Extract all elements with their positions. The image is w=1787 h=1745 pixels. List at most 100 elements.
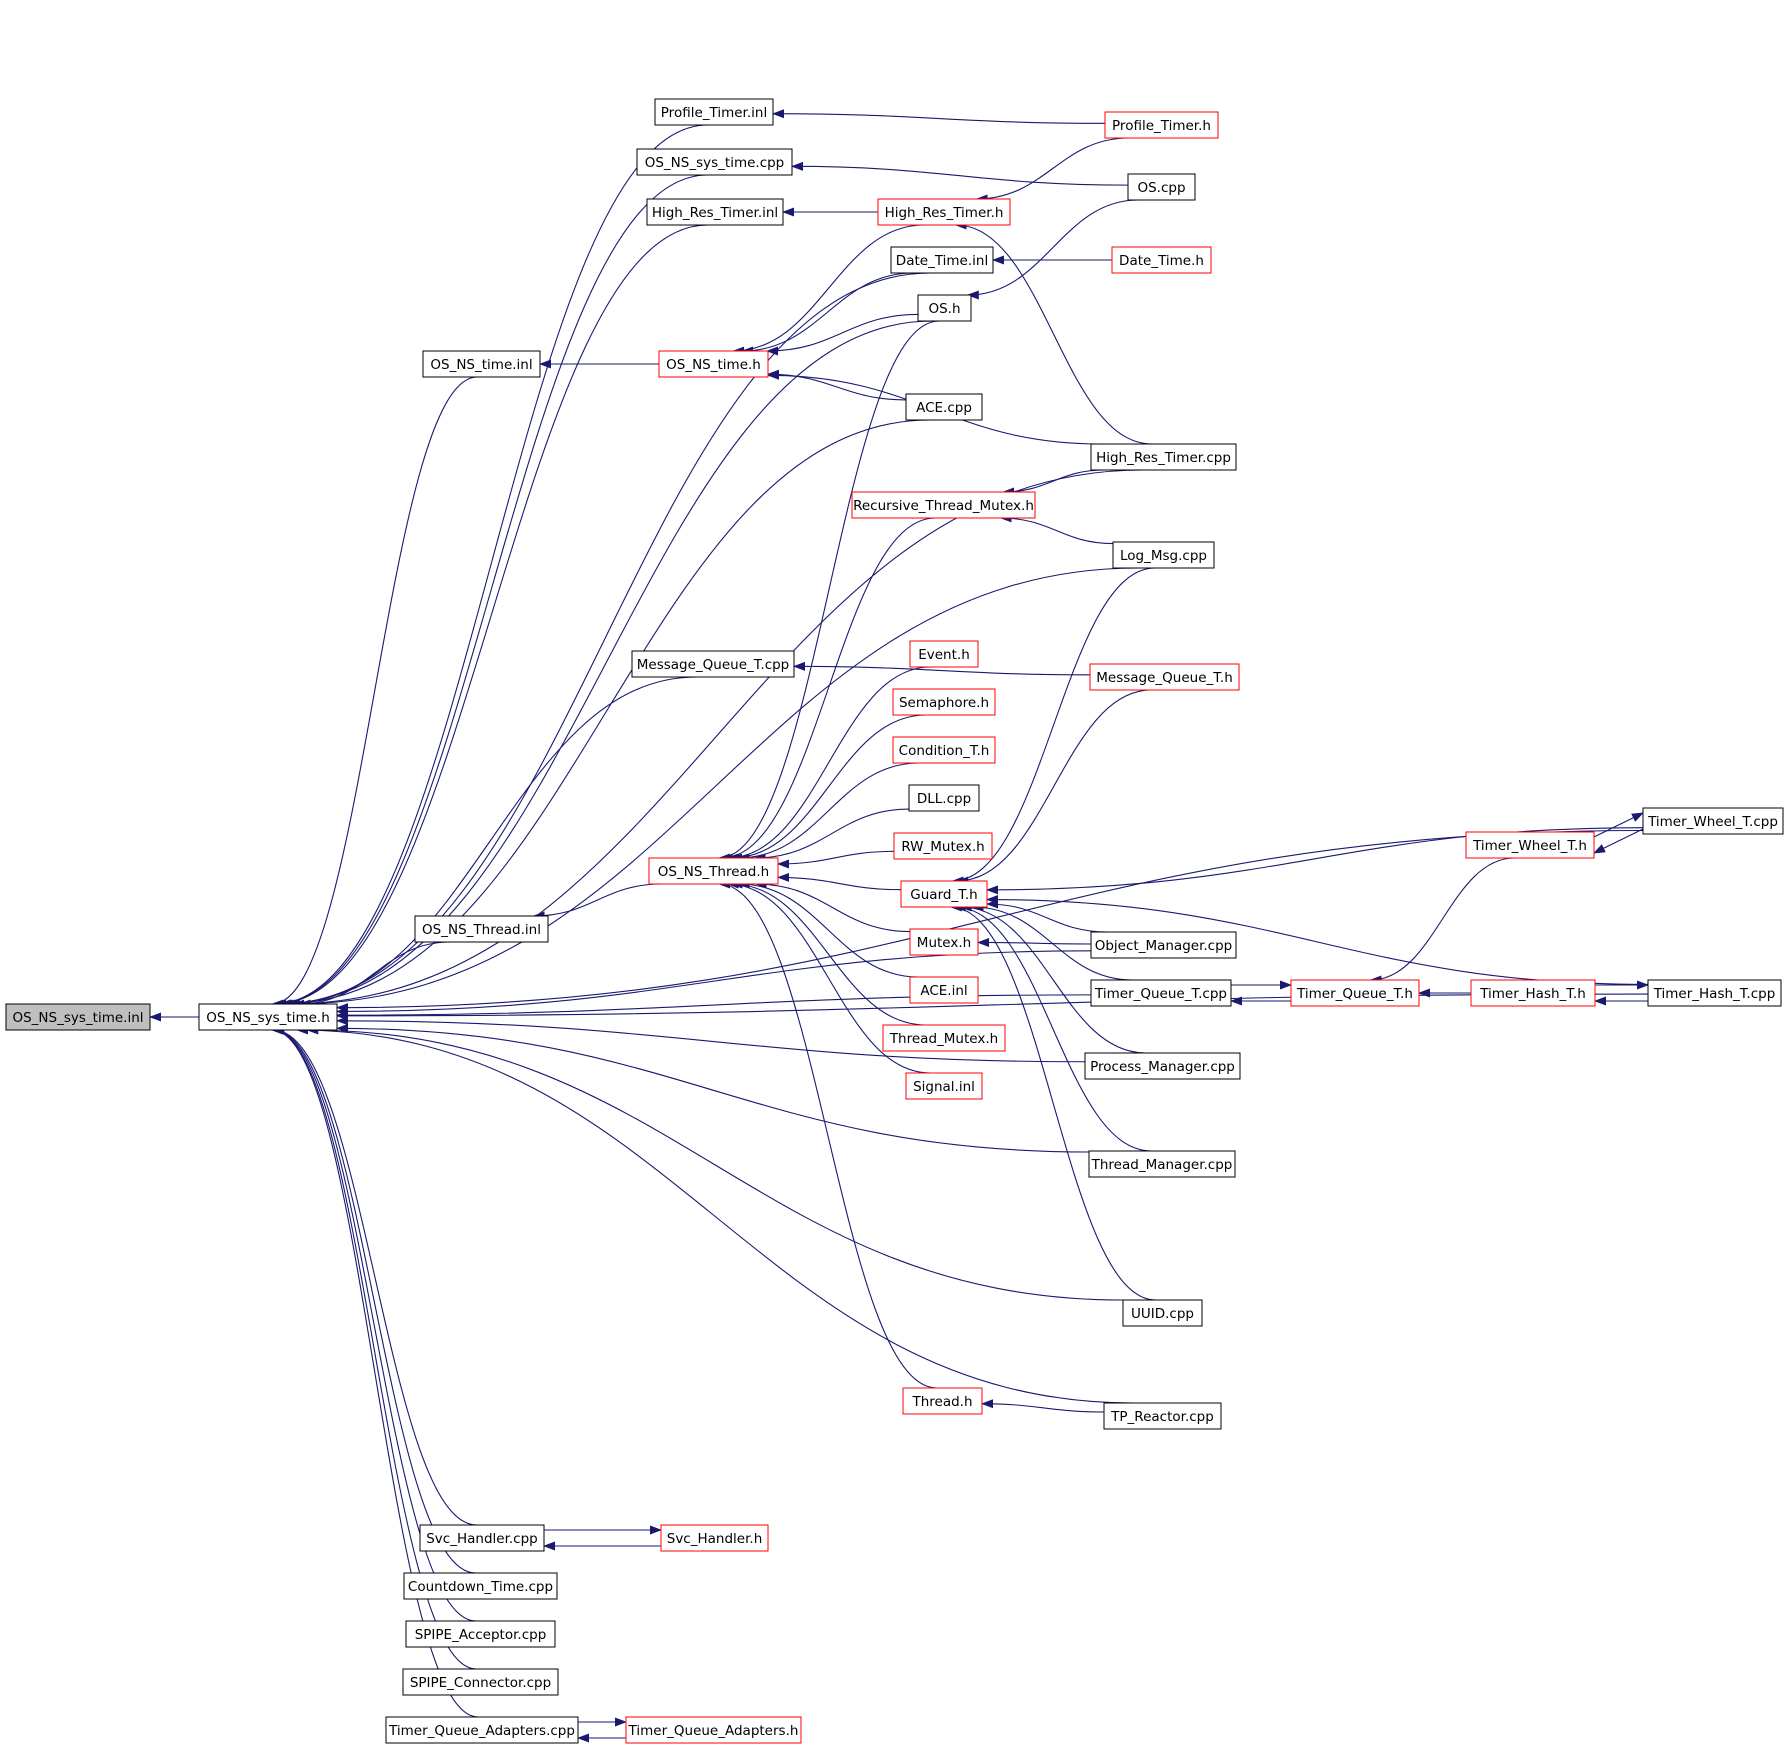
node-svc-handler-h[interactable]: Svc_Handler.h <box>660 1524 769 1552</box>
node-os-ns-thread-inl[interactable]: OS_NS_Thread.inl <box>414 915 549 943</box>
node-box[interactable] <box>5 1003 151 1031</box>
node-box[interactable] <box>882 1024 1006 1052</box>
node-timer-queue-t-h[interactable]: Timer_Queue_T.h <box>1290 979 1420 1007</box>
node-os-ns-sys-time-inl[interactable]: OS_NS_sys_time.inl <box>5 1003 151 1031</box>
node-box[interactable] <box>905 1072 983 1100</box>
node-timer-wheel-t-cpp[interactable]: Timer_Wheel_T.cpp <box>1642 807 1784 835</box>
node-countdown-time-cpp[interactable]: Countdown_Time.cpp <box>403 1572 558 1600</box>
node-box[interactable] <box>893 832 993 860</box>
node-profile-timer-inl[interactable]: Profile_Timer.inl <box>654 98 774 126</box>
node-box[interactable] <box>909 640 979 668</box>
node-semaphore-h[interactable]: Semaphore.h <box>892 688 996 716</box>
node-box[interactable] <box>902 1387 983 1415</box>
node-box[interactable] <box>1111 246 1212 274</box>
node-box[interactable] <box>405 1620 556 1648</box>
node-box[interactable] <box>1647 979 1782 1007</box>
node-box[interactable] <box>1290 979 1420 1007</box>
node-box[interactable] <box>905 393 983 421</box>
node-box[interactable] <box>1642 807 1784 835</box>
node-box[interactable] <box>909 928 979 956</box>
node-thread-mutex-h[interactable]: Thread_Mutex.h <box>882 1024 1006 1052</box>
node-os-ns-sys-time-h[interactable]: OS_NS_sys_time.h <box>198 1003 338 1031</box>
node-box[interactable] <box>1084 1052 1241 1080</box>
node-message-queue-t-h[interactable]: Message_Queue_T.h <box>1089 663 1240 691</box>
node-thread-h[interactable]: Thread.h <box>902 1387 983 1415</box>
node-os-ns-sys-time-cpp[interactable]: OS_NS_sys_time.cpp <box>636 148 793 176</box>
node-box[interactable] <box>654 98 774 126</box>
node-box[interactable] <box>917 294 972 322</box>
node-timer-queue-adapters-h[interactable]: Timer_Queue_Adapters.h <box>625 1716 802 1744</box>
node-rw-mutex-h[interactable]: RW_Mutex.h <box>893 832 993 860</box>
node-guard-t-h[interactable]: Guard_T.h <box>900 880 988 908</box>
node-box[interactable] <box>658 350 769 378</box>
node-log-msg-cpp[interactable]: Log_Msg.cpp <box>1112 541 1215 569</box>
node-box[interactable] <box>636 148 793 176</box>
node-profile-timer-h[interactable]: Profile_Timer.h <box>1104 111 1219 139</box>
node-box[interactable] <box>660 1524 769 1552</box>
node-box[interactable] <box>1090 931 1237 959</box>
node-message-queue-t-cpp[interactable]: Message_Queue_T.cpp <box>631 650 795 678</box>
node-box[interactable] <box>1470 979 1596 1007</box>
node-object-manager-cpp[interactable]: Object_Manager.cpp <box>1090 931 1237 959</box>
node-box[interactable] <box>1090 443 1237 471</box>
node-box[interactable] <box>900 880 988 908</box>
node-box[interactable] <box>892 736 996 764</box>
node-box[interactable] <box>1088 1150 1236 1178</box>
node-tp-reactor-cpp[interactable]: TP_Reactor.cpp <box>1103 1402 1222 1430</box>
node-timer-queue-t-cpp[interactable]: Timer_Queue_T.cpp <box>1090 979 1232 1007</box>
node-box[interactable] <box>631 650 795 678</box>
node-box[interactable] <box>422 350 541 378</box>
node-high-res-timer-cpp[interactable]: High_Res_Timer.cpp <box>1090 443 1237 471</box>
node-os-ns-thread-h[interactable]: OS_NS_Thread.h <box>648 857 779 885</box>
node-svc-handler-cpp[interactable]: Svc_Handler.cpp <box>419 1524 545 1552</box>
node-box[interactable] <box>648 857 779 885</box>
node-thread-manager-cpp[interactable]: Thread_Manager.cpp <box>1088 1150 1236 1178</box>
node-os-ns-time-h[interactable]: OS_NS_time.h <box>658 350 769 378</box>
node-spipe-connector-cpp[interactable]: SPIPE_Connector.cpp <box>402 1668 559 1696</box>
node-box[interactable] <box>909 976 979 1004</box>
node-high-res-timer-inl[interactable]: High_Res_Timer.inl <box>646 198 784 226</box>
node-spipe-acceptor-cpp[interactable]: SPIPE_Acceptor.cpp <box>405 1620 556 1648</box>
node-process-manager-cpp[interactable]: Process_Manager.cpp <box>1084 1052 1241 1080</box>
node-os-h[interactable]: OS.h <box>917 294 972 322</box>
node-box[interactable] <box>1089 663 1240 691</box>
node-os-ns-time-inl[interactable]: OS_NS_time.inl <box>422 350 541 378</box>
node-ace-inl[interactable]: ACE.inl <box>909 976 979 1004</box>
node-high-res-timer-h[interactable]: High_Res_Timer.h <box>877 198 1011 226</box>
node-uuid-cpp[interactable]: UUID.cpp <box>1122 1299 1203 1327</box>
node-timer-queue-adapters-cpp[interactable]: Timer_Queue_Adapters.cpp <box>385 1716 579 1744</box>
node-box[interactable] <box>1122 1299 1203 1327</box>
node-box[interactable] <box>890 246 994 274</box>
node-box[interactable] <box>646 198 784 226</box>
node-box[interactable] <box>1104 111 1219 139</box>
node-box[interactable] <box>385 1716 579 1744</box>
node-box[interactable] <box>625 1716 802 1744</box>
node-os-cpp[interactable]: OS.cpp <box>1127 173 1196 201</box>
node-box[interactable] <box>877 198 1011 226</box>
node-box[interactable] <box>1103 1402 1222 1430</box>
node-event-h[interactable]: Event.h <box>909 640 979 668</box>
node-date-time-inl[interactable]: Date_Time.inl <box>890 246 994 274</box>
node-signal-inl[interactable]: Signal.inl <box>905 1072 983 1100</box>
node-condition-t-h[interactable]: Condition_T.h <box>892 736 996 764</box>
node-timer-wheel-t-h[interactable]: Timer_Wheel_T.h <box>1465 831 1595 859</box>
node-dll-cpp[interactable]: DLL.cpp <box>908 784 980 812</box>
node-box[interactable] <box>908 784 980 812</box>
node-box[interactable] <box>892 688 996 716</box>
node-timer-hash-t-h[interactable]: Timer_Hash_T.h <box>1470 979 1596 1007</box>
node-box[interactable] <box>402 1668 559 1696</box>
node-mutex-h[interactable]: Mutex.h <box>909 928 979 956</box>
node-ace-cpp[interactable]: ACE.cpp <box>905 393 983 421</box>
node-box[interactable] <box>419 1524 545 1552</box>
node-box[interactable] <box>198 1003 338 1031</box>
node-box[interactable] <box>414 915 549 943</box>
node-recursive-thread-mutex-h[interactable]: Recursive_Thread_Mutex.h <box>851 491 1036 519</box>
node-box[interactable] <box>851 491 1036 519</box>
node-date-time-h[interactable]: Date_Time.h <box>1111 246 1212 274</box>
node-box[interactable] <box>1090 979 1232 1007</box>
node-box[interactable] <box>1127 173 1196 201</box>
node-box[interactable] <box>403 1572 558 1600</box>
node-box[interactable] <box>1112 541 1215 569</box>
node-box[interactable] <box>1465 831 1595 859</box>
node-timer-hash-t-cpp[interactable]: Timer_Hash_T.cpp <box>1647 979 1782 1007</box>
